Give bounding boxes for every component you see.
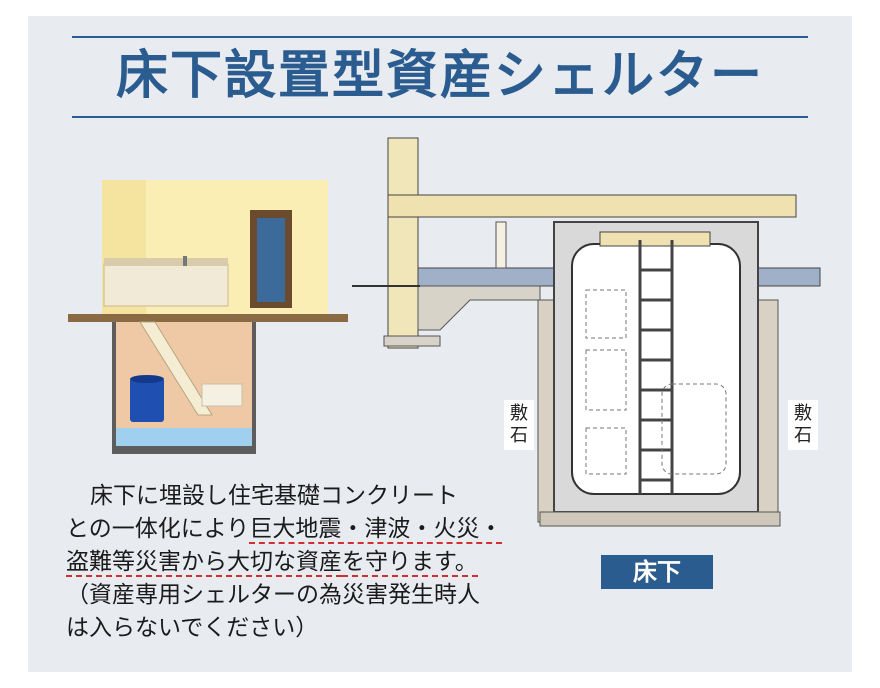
foundation-wall (387, 137, 419, 349)
shelter-interior (571, 243, 741, 495)
gravel-label-right: 敷 石 (788, 400, 818, 450)
shelter-lid (599, 231, 711, 247)
safe-box (201, 383, 243, 407)
room-illustration (68, 180, 348, 454)
title-rule-bottom (72, 116, 808, 118)
description-line-1: 床下に埋設し住宅基礎コンクリート (90, 483, 458, 509)
description-line-2: との一体化により巨大地震・津波・火災・ (66, 516, 503, 544)
description-line-4: （資産専用シェルターの為災害発生時人 (66, 582, 480, 608)
access-ladder (139, 321, 213, 416)
storage-drum (130, 378, 164, 422)
cross-section-diagram (352, 137, 821, 527)
kitchen-counter (103, 263, 229, 307)
description-line-5: は入らないでください） (66, 615, 319, 641)
gravel-label-left: 敷 石 (504, 400, 534, 450)
page-title: 床下設置型資産シェルター (115, 46, 764, 106)
title-rule-top (72, 36, 808, 38)
floor-joist (387, 194, 797, 218)
description-text: 床下に埋設し住宅基礎コンクリート との一体化により巨大地震・津波・火災・ 盗難等… (66, 480, 536, 645)
floor-label: 床下 (601, 555, 713, 589)
description-line-3: 盗難等災害から大切な資産を守ります。 (66, 549, 478, 577)
room-floor (68, 314, 348, 322)
